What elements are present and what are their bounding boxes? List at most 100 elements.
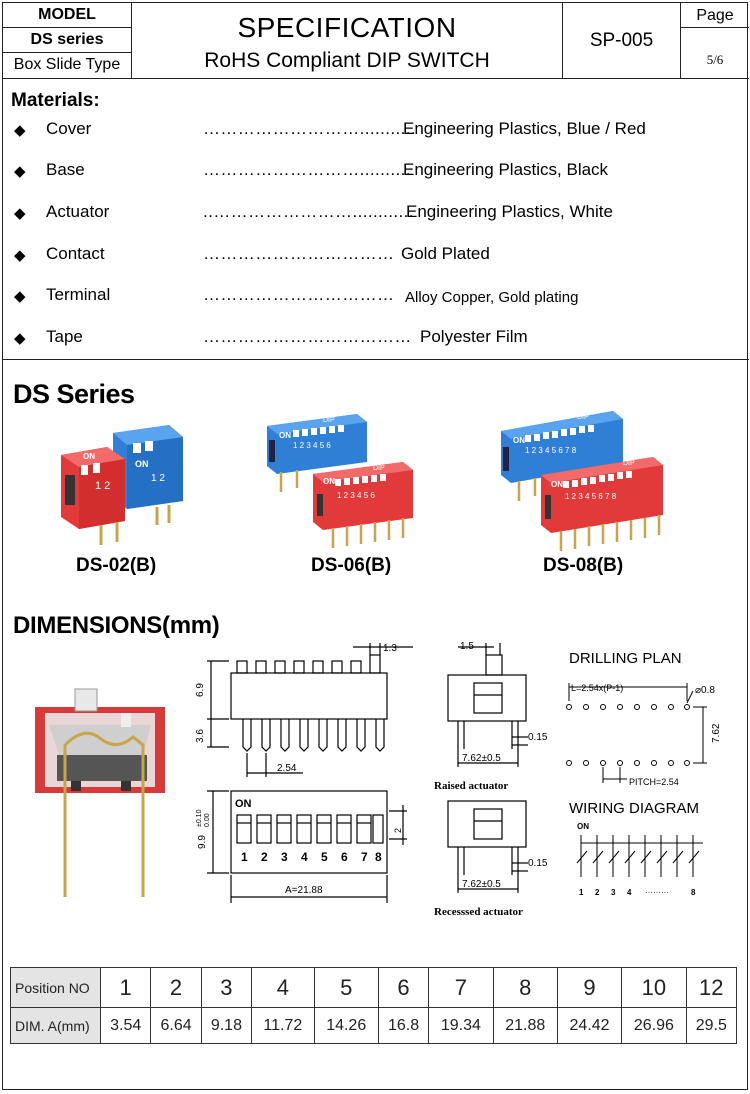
svg-text:1 2 3 4 5 6: 1 2 3 4 5 6 bbox=[337, 491, 375, 500]
side-view-drawing: 1.5 0.15 7.62±0.5 Raised actuator 0.15 7… bbox=[434, 641, 548, 918]
dim-0-15-b: 0.15 bbox=[528, 858, 548, 869]
material-row-actuator: ◆ Actuator ..……………………............ Engine… bbox=[3, 199, 749, 225]
dim-1-3: 1.3 bbox=[383, 643, 397, 654]
material-name: Tape bbox=[46, 327, 83, 346]
position-header: Position NO bbox=[10, 967, 101, 1008]
leader-dots: ……………………….......... bbox=[203, 160, 411, 179]
dim-7-62-b: 7.62±0.5 bbox=[462, 879, 501, 890]
drilling-plan-title: DRILLING PLAN bbox=[569, 650, 682, 667]
tolerance-label: ±0.10 bbox=[196, 809, 203, 827]
material-name: Cover bbox=[46, 119, 92, 138]
position-cell: 2 bbox=[150, 967, 202, 1008]
pitch-label: PITCH=2.54 bbox=[629, 777, 679, 787]
svg-text:DIP: DIP bbox=[623, 460, 635, 467]
title-column: SPECIFICATION RoHS Compliant DIP SWITCH bbox=[132, 3, 563, 79]
material-value: Gold Plated bbox=[401, 244, 490, 263]
material-row-contact: ◆ Contact …………………………… Gold Plated bbox=[3, 241, 749, 267]
dimensions-title: DIMENSIONS(mm) bbox=[13, 612, 220, 639]
svg-text:DIP: DIP bbox=[323, 417, 335, 424]
svg-text:ON: ON bbox=[551, 480, 563, 489]
leader-dots: …………………………… bbox=[203, 244, 395, 263]
dim-9-9: 9.9 bbox=[197, 835, 208, 849]
ds-06-label: DS-06(B) bbox=[311, 555, 392, 576]
position-number: 2 bbox=[261, 850, 268, 864]
material-value: Engineering Plastics, White bbox=[406, 202, 613, 221]
svg-text:1 2 3 4 5 6: 1 2 3 4 5 6 bbox=[293, 441, 331, 450]
page-subtitle: RoHS Compliant DIP SWITCH bbox=[204, 49, 490, 72]
position-number: 3 bbox=[281, 850, 288, 864]
dim-a-label: A=21.88 bbox=[285, 885, 323, 896]
dim-0-15: 0.15 bbox=[528, 732, 548, 743]
wiring-number: 8 bbox=[691, 888, 696, 897]
ds-06-switch-image: ON DIP 1 2 3 4 5 6 DIP ON 1 2 3 4 5 6 bbox=[267, 414, 413, 548]
diamond-bullet-icon: ◆ bbox=[14, 288, 26, 305]
wiring-number: 4 bbox=[627, 888, 632, 897]
position-cell: 4 bbox=[251, 967, 315, 1008]
page-column: Page 5/6 bbox=[681, 3, 749, 79]
dim-1-5: 1.5 bbox=[460, 641, 474, 652]
on-label: ON bbox=[235, 798, 252, 810]
position-cell: 7 bbox=[428, 967, 494, 1008]
svg-text:1 2 3 4 5 6 7 8: 1 2 3 4 5 6 7 8 bbox=[525, 446, 577, 455]
model-column: MODEL DS series Box Slide Type bbox=[3, 3, 132, 79]
dim-header: DIM. A(mm) bbox=[10, 1007, 101, 1044]
position-number: 8 bbox=[375, 850, 382, 864]
svg-text:DIP: DIP bbox=[373, 465, 385, 472]
hole-diameter: ⌀0.8 bbox=[695, 685, 715, 696]
dim-3-6: 3.6 bbox=[195, 729, 206, 743]
raised-actuator-label: Raised actuator bbox=[434, 780, 508, 792]
dim-cell: 6.64 bbox=[150, 1007, 202, 1044]
recessed-actuator-label: Recesssed actuator bbox=[434, 906, 523, 918]
material-value: Polyester Film bbox=[420, 327, 528, 346]
position-cell: 6 bbox=[377, 967, 430, 1008]
materials-section: Materials: ◆ Cover ………………………........... … bbox=[3, 81, 749, 360]
position-cell: 10 bbox=[621, 967, 687, 1008]
position-cell: 3 bbox=[200, 967, 253, 1008]
material-row-tape: ◆ Tape ……………………………… Polyester Film bbox=[3, 324, 749, 350]
page-title: SPECIFICATION bbox=[237, 12, 457, 43]
material-name: Base bbox=[46, 160, 85, 179]
svg-text:1 2: 1 2 bbox=[151, 473, 165, 484]
material-name: Contact bbox=[46, 244, 105, 263]
model-type: Box Slide Type bbox=[13, 56, 121, 73]
ds-series-title: DS Series bbox=[13, 379, 135, 409]
dim-cell: 11.72 bbox=[251, 1007, 315, 1044]
ds-08-switch-image: ON DIP 1 2 3 4 5 6 7 8 DIP ON 1 2 3 4 5 … bbox=[501, 411, 663, 551]
svg-text:ON: ON bbox=[323, 477, 335, 486]
svg-text:ON: ON bbox=[135, 459, 149, 469]
wiring-number: 1 bbox=[579, 888, 584, 897]
svg-text:1 2 3 4 5 6 7 8: 1 2 3 4 5 6 7 8 bbox=[565, 492, 617, 501]
position-cell: 5 bbox=[313, 967, 379, 1008]
diamond-bullet-icon: ◆ bbox=[14, 205, 26, 222]
model-series: DS series bbox=[3, 28, 131, 53]
material-name: Actuator bbox=[46, 202, 110, 221]
svg-text:ON: ON bbox=[83, 452, 95, 461]
position-number: 6 bbox=[341, 850, 348, 864]
dim-cell: 26.96 bbox=[621, 1007, 687, 1044]
svg-text:DIP: DIP bbox=[577, 414, 589, 421]
header: MODEL DS series Box Slide Type SPECIFICA… bbox=[3, 3, 749, 79]
diamond-bullet-icon: ◆ bbox=[14, 122, 26, 139]
position-number: 5 bbox=[321, 850, 328, 864]
tolerance-label-2: 0.00 bbox=[204, 813, 211, 827]
material-row-cover: ◆ Cover ………………………........... Engineering… bbox=[3, 116, 749, 142]
position-cell: 8 bbox=[492, 967, 558, 1008]
model-label: MODEL bbox=[3, 3, 131, 28]
page-number: 5/6 bbox=[706, 52, 724, 67]
dim-cell: 21.88 bbox=[492, 1007, 558, 1044]
front-top-view-drawing: 1.3 6.9 3.6 2.54 ON 9.9 ±0.10 0.00 2 1 2… bbox=[195, 643, 413, 903]
drilling-wiring-drawing: DRILLING PLAN L=2.54x(P-1) ⌀0.8 7.62 PIT… bbox=[566, 650, 722, 897]
material-value: Alloy Copper, Gold plating bbox=[405, 289, 579, 306]
dim-row: DIM. A(mm) 3.54 6.64 9.18 11.72 14.26 16… bbox=[10, 1007, 738, 1044]
doc-number: SP-005 bbox=[563, 3, 681, 79]
dim-2: 2 bbox=[393, 828, 403, 833]
leader-dots: …………………………… bbox=[203, 285, 395, 304]
dim-cell: 14.26 bbox=[313, 1007, 379, 1044]
position-cell: 9 bbox=[556, 967, 623, 1008]
dim-7-62-row-spacing: 7.62 bbox=[711, 723, 722, 743]
dim-2-54: 2.54 bbox=[277, 763, 297, 774]
material-row-terminal: ◆ Terminal …………………………… Alloy Copper, Gol… bbox=[3, 282, 749, 308]
materials-title: Materials: bbox=[11, 90, 100, 111]
position-number: 4 bbox=[301, 850, 308, 864]
